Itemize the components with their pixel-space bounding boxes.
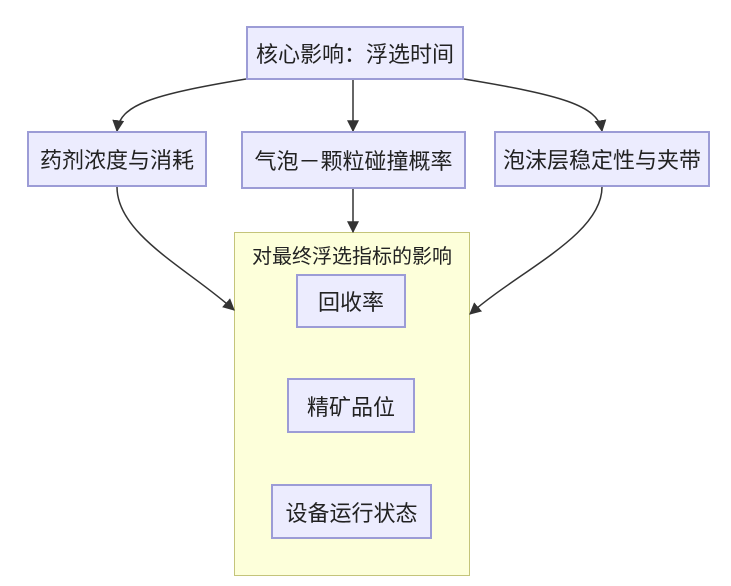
edge-reagent-to-group bbox=[116, 186, 235, 311]
edge-root-to-froth bbox=[463, 78, 607, 133]
outcome-group-title: 对最终浮选指标的影响 bbox=[252, 244, 452, 268]
outcome-node-grade: 精矿品位 bbox=[287, 378, 415, 433]
edge-root-to-reagent bbox=[112, 78, 247, 133]
edge-froth-to-group bbox=[469, 186, 603, 315]
factor-node-froth: 泡沫层稳定性与夹带 bbox=[494, 131, 710, 187]
outcome-node-recovery: 回收率 bbox=[296, 274, 406, 328]
factor-node-collision: 气泡－颗粒碰撞概率 bbox=[241, 131, 466, 189]
outcome-node-equipment: 设备运行状态 bbox=[271, 484, 432, 539]
factor-node-reagent: 药剂浓度与消耗 bbox=[27, 131, 207, 187]
root-node: 核心影响：浮选时间 bbox=[246, 26, 464, 80]
